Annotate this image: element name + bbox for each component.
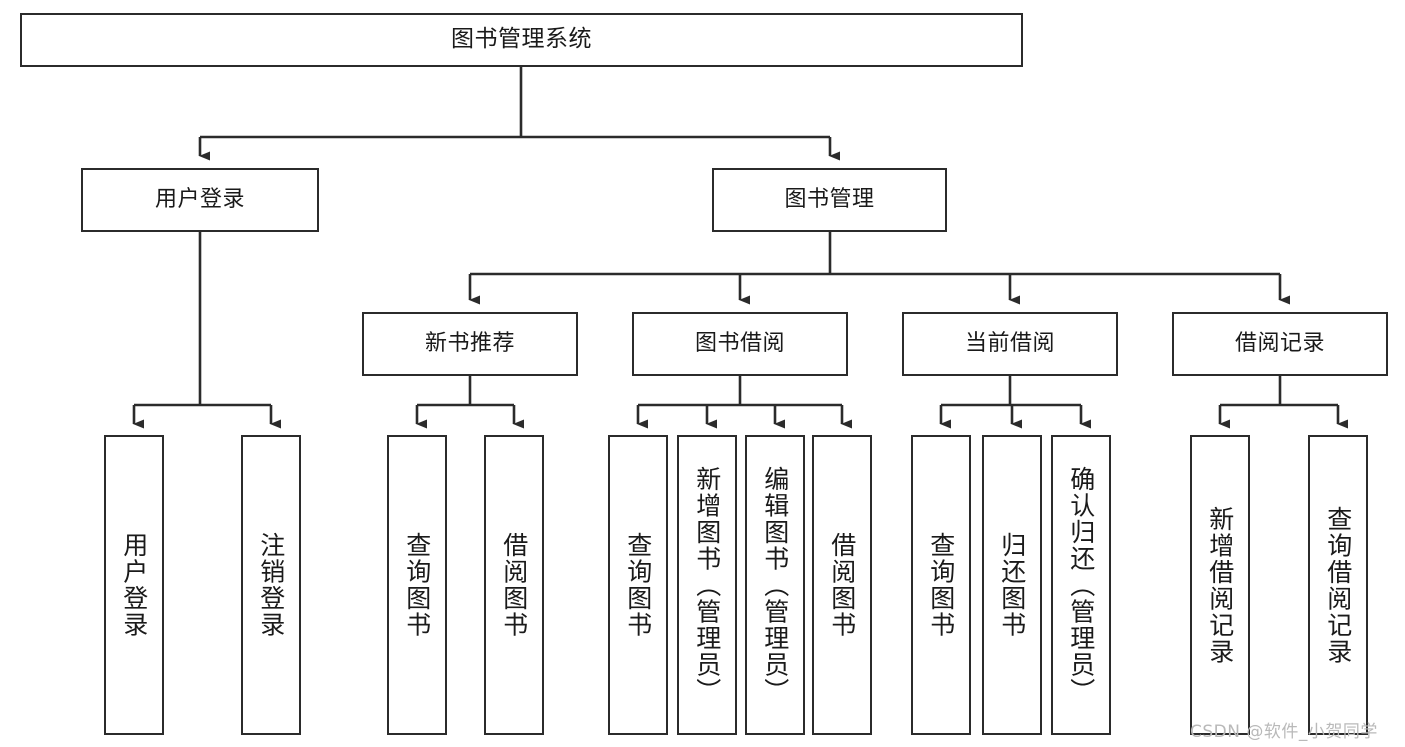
node-leaf-logout[interactable]: 注销登录 bbox=[241, 435, 301, 735]
node-leaf-return-book[interactable]: 归还图书 bbox=[982, 435, 1042, 735]
node-leaf-borrow-book-2-label: 借阅图书 bbox=[827, 532, 857, 638]
node-book-admin[interactable]: 图书管理 bbox=[712, 168, 947, 232]
node-leaf-logout-label: 注销登录 bbox=[256, 532, 286, 638]
node-leaf-borrow-book-1[interactable]: 借阅图书 bbox=[484, 435, 544, 735]
node-book-borrow[interactable]: 图书借阅 bbox=[632, 312, 848, 376]
node-leaf-edit-book[interactable]: 编辑图书（管理员） bbox=[745, 435, 805, 735]
node-leaf-query-book-1[interactable]: 查询图书 bbox=[387, 435, 447, 735]
node-leaf-user-login-label: 用户登录 bbox=[119, 532, 149, 638]
edges-user-login bbox=[132, 232, 281, 429]
node-user-login[interactable]: 用户登录 bbox=[81, 168, 319, 232]
node-leaf-confirm-return[interactable]: 确认归还（管理员） bbox=[1051, 435, 1111, 735]
node-leaf-borrow-book-2[interactable]: 借阅图书 bbox=[812, 435, 872, 735]
node-book-borrow-label: 图书借阅 bbox=[694, 331, 785, 357]
node-current-borrow[interactable]: 当前借阅 bbox=[902, 312, 1118, 376]
node-leaf-add-book-label: 新增图书（管理员） bbox=[692, 465, 722, 705]
node-leaf-add-book[interactable]: 新增图书（管理员） bbox=[677, 435, 737, 735]
node-leaf-query-record[interactable]: 查询借阅记录 bbox=[1308, 435, 1368, 735]
edges-root bbox=[198, 67, 840, 161]
node-borrow-records-label: 借阅记录 bbox=[1234, 331, 1325, 357]
node-leaf-confirm-return-label: 确认归还（管理员） bbox=[1066, 465, 1096, 705]
edges-new-book-recommend bbox=[415, 376, 524, 429]
node-user-login-label: 用户登录 bbox=[154, 187, 245, 213]
node-book-admin-label: 图书管理 bbox=[784, 187, 875, 213]
node-root[interactable]: 图书管理系统 bbox=[20, 13, 1023, 67]
node-new-book-recommend[interactable]: 新书推荐 bbox=[362, 312, 578, 376]
node-borrow-records[interactable]: 借阅记录 bbox=[1172, 312, 1388, 376]
node-leaf-borrow-book-1-label: 借阅图书 bbox=[499, 532, 529, 638]
node-leaf-query-book-2[interactable]: 查询图书 bbox=[608, 435, 668, 735]
node-leaf-return-book-label: 归还图书 bbox=[997, 532, 1027, 638]
node-new-book-recommend-label: 新书推荐 bbox=[424, 331, 515, 357]
node-leaf-user-login[interactable]: 用户登录 bbox=[104, 435, 164, 735]
edges-current-borrow bbox=[939, 376, 1091, 429]
node-root-label: 图书管理系统 bbox=[451, 26, 592, 53]
edges-book-borrow bbox=[636, 376, 852, 429]
node-current-borrow-label: 当前借阅 bbox=[964, 331, 1055, 357]
node-leaf-edit-book-label: 编辑图书（管理员） bbox=[760, 465, 790, 705]
node-leaf-add-record[interactable]: 新增借阅记录 bbox=[1190, 435, 1250, 735]
node-leaf-add-record-label: 新增借阅记录 bbox=[1205, 505, 1235, 665]
node-leaf-query-book-3[interactable]: 查询图书 bbox=[911, 435, 971, 735]
node-leaf-query-book-2-label: 查询图书 bbox=[623, 532, 653, 638]
node-leaf-query-book-3-label: 查询图书 bbox=[926, 532, 956, 638]
edges-borrow-records bbox=[1218, 376, 1348, 429]
node-leaf-query-record-label: 查询借阅记录 bbox=[1323, 505, 1353, 665]
edges-book-admin bbox=[468, 232, 1290, 305]
node-leaf-query-book-1-label: 查询图书 bbox=[402, 532, 432, 638]
